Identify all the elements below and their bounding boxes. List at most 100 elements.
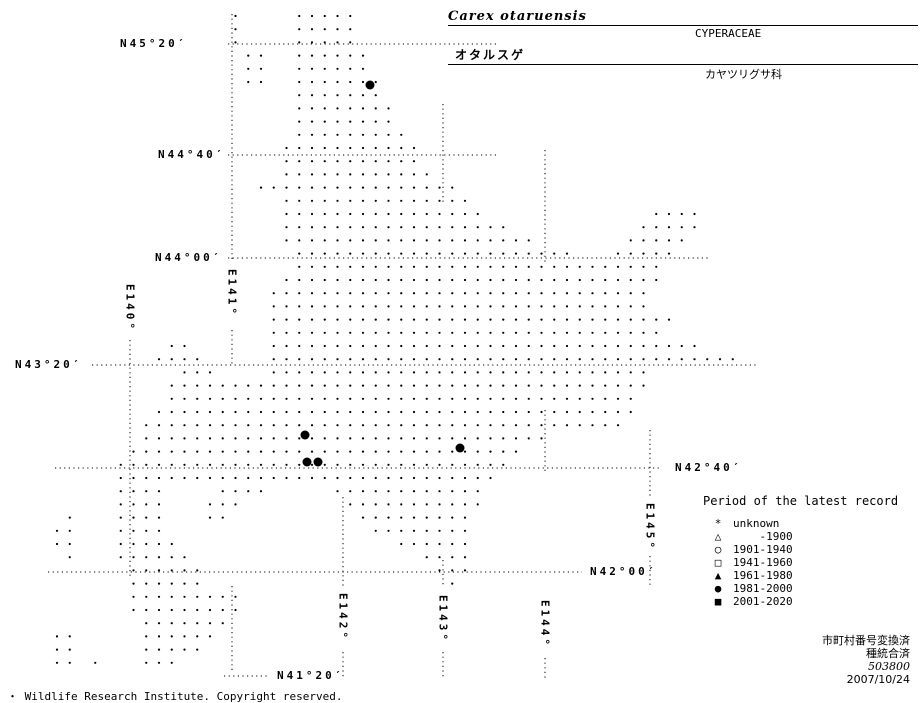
mesh-dot	[425, 450, 428, 453]
record-marker	[365, 80, 375, 90]
mesh-dot	[336, 371, 339, 374]
mesh-dot	[463, 344, 467, 348]
mesh-dot	[451, 424, 454, 427]
mesh-dot	[527, 358, 530, 361]
mesh-dot	[476, 384, 479, 387]
mesh-dot	[323, 212, 326, 216]
mesh-dot	[540, 331, 543, 334]
mesh-dot	[361, 318, 365, 321]
mesh-dot	[285, 160, 288, 163]
mesh-dot	[336, 476, 339, 480]
mesh-dot	[323, 397, 326, 400]
mesh-dot	[438, 410, 441, 414]
mesh-dot	[170, 622, 173, 625]
mesh-dot	[349, 292, 352, 295]
mesh-dot	[68, 529, 71, 532]
mesh-dot	[272, 344, 275, 348]
mesh-dot	[259, 437, 263, 440]
mesh-dot	[591, 344, 594, 348]
mesh-dot	[400, 542, 403, 546]
mesh-dot	[196, 384, 199, 387]
mesh-dot	[336, 28, 339, 31]
mesh-dot	[616, 371, 620, 374]
mesh-dot	[259, 476, 263, 480]
mesh-dot	[451, 199, 454, 202]
mesh-dot	[629, 384, 632, 387]
mesh-dot	[629, 344, 632, 348]
legend: Period of the latest record *unknown△ -1…	[703, 494, 898, 608]
mesh-dot	[502, 437, 505, 440]
mesh-dot	[349, 107, 352, 110]
mesh-dot	[527, 331, 530, 334]
mesh-dot	[412, 173, 416, 176]
mesh-dot	[412, 450, 416, 453]
mesh-dot	[298, 331, 301, 334]
mesh-dot	[476, 490, 479, 493]
mesh-dot	[502, 239, 505, 242]
mesh-dot	[463, 239, 467, 242]
mesh-dot	[387, 529, 390, 532]
mesh-dot	[412, 424, 416, 427]
mesh-dot	[387, 239, 390, 242]
mesh-dot	[323, 344, 326, 348]
mesh-dot	[400, 146, 403, 150]
mesh-dot	[349, 490, 352, 493]
mesh-dot	[527, 292, 530, 295]
mesh-dot	[412, 331, 416, 334]
mesh-dot	[349, 463, 352, 466]
mesh-dot	[451, 344, 454, 348]
mesh-dot	[540, 410, 543, 414]
mesh-dot	[310, 397, 314, 400]
mesh-dot	[451, 239, 454, 242]
mesh-dot	[476, 292, 479, 295]
mesh-dot	[387, 292, 390, 295]
mesh-dot	[208, 384, 212, 387]
mesh-dot	[438, 450, 441, 453]
meridian-label: E140°	[123, 283, 137, 333]
mesh-dot	[667, 239, 671, 242]
mesh-dot	[145, 503, 148, 506]
mesh-dot	[412, 529, 416, 532]
scientific-name: Carex otaruensis	[448, 9, 587, 24]
mesh-dot	[451, 410, 454, 414]
mesh-dot	[425, 292, 428, 295]
mesh-dot	[527, 371, 530, 374]
mesh-dot	[476, 463, 479, 466]
mesh-dot	[183, 648, 186, 651]
mesh-dot	[349, 199, 352, 202]
parallel-label: N41°20′	[277, 668, 345, 682]
mesh-dot	[298, 318, 301, 321]
mesh-dot	[400, 516, 403, 519]
mesh-dot	[578, 358, 581, 361]
mesh-dot	[502, 371, 505, 374]
mesh-dot	[361, 503, 365, 506]
mesh-dot	[145, 476, 148, 480]
mesh-dot	[451, 186, 454, 189]
mesh-dot	[502, 292, 505, 295]
mesh-dot	[591, 305, 594, 308]
mesh-dot	[374, 516, 377, 519]
mesh-dot	[374, 292, 377, 295]
mesh-dot	[425, 331, 428, 334]
mesh-dot	[349, 397, 352, 400]
mesh-dot	[208, 622, 212, 625]
mesh-dot	[438, 490, 441, 493]
mesh-dot	[400, 490, 403, 493]
mesh-dot	[336, 199, 339, 202]
mesh-dot	[349, 278, 352, 282]
mesh-dot	[387, 186, 390, 189]
mesh-dot	[476, 410, 479, 414]
mesh-dot	[285, 212, 288, 216]
mesh-dot	[540, 318, 543, 321]
mesh-dot	[642, 305, 645, 308]
mesh-dot	[502, 450, 505, 453]
mesh-dot	[310, 41, 314, 44]
mesh-dot	[400, 265, 403, 268]
mesh-dot	[349, 358, 352, 361]
mesh-dot	[336, 186, 339, 189]
mesh-dot	[298, 120, 301, 123]
mesh-dot	[412, 292, 416, 295]
mesh-dot	[629, 318, 632, 321]
mesh-dot	[425, 542, 428, 546]
mesh-dot	[157, 490, 161, 493]
